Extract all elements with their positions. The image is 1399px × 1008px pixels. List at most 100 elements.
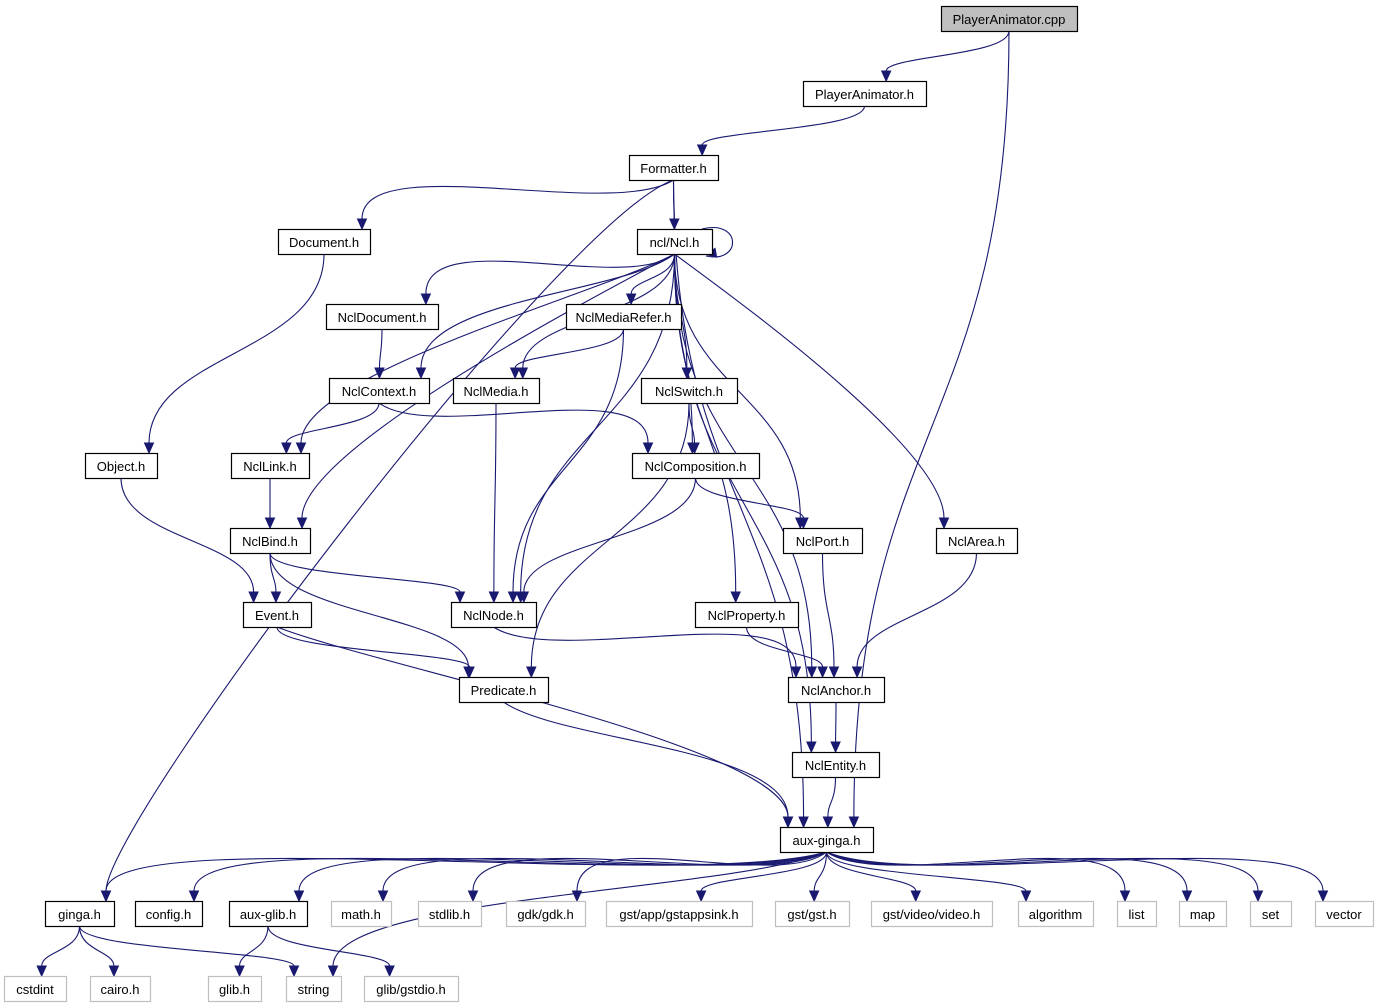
- arrowhead-icon: [822, 816, 834, 829]
- node-math: math.h: [330, 900, 393, 928]
- arrowhead-icon: [851, 666, 863, 679]
- arrowhead-icon: [798, 816, 809, 829]
- node-label: map: [1190, 907, 1215, 922]
- edge-nmed-to-nnode: [488, 402, 500, 604]
- node-ndoc[interactable]: NclDocument.h: [325, 303, 440, 331]
- node-gstapp: gst/app/gstappsink.h: [605, 900, 754, 928]
- node-auxglib[interactable]: aux-glib.h: [228, 900, 309, 928]
- node-nent[interactable]: NclEntity.h: [791, 751, 881, 779]
- arrowhead-icon: [384, 965, 395, 978]
- node-pah[interactable]: PlayerAnimator.h: [802, 80, 928, 108]
- node-box: [605, 900, 754, 928]
- arrowhead-icon: [454, 591, 466, 604]
- edge-ndoc-to-nctx: [374, 328, 385, 380]
- node-nmed[interactable]: NclMedia.h: [452, 377, 541, 405]
- edge-aux-to-math: [377, 851, 827, 903]
- arrowhead-icon: [143, 442, 155, 455]
- edge-nctx-to-nlink: [281, 402, 380, 455]
- node-gdk: gdk/gdk.h: [505, 900, 587, 928]
- edge-line: [825, 851, 1027, 892]
- node-algo: algorithm: [1017, 900, 1095, 928]
- node-box: [89, 975, 152, 1003]
- arrowhead-icon: [296, 517, 308, 530]
- node-box: [774, 900, 851, 928]
- edge-line: [276, 626, 789, 818]
- node-label: stdlib.h: [429, 907, 470, 922]
- node-ginga[interactable]: ginga.h: [44, 900, 116, 928]
- arrowhead-icon: [782, 816, 794, 829]
- node-nprop[interactable]: NclProperty.h: [694, 601, 800, 629]
- arrowhead-icon: [830, 741, 841, 754]
- edge-line: [148, 253, 325, 444]
- node-box: [640, 377, 739, 405]
- arrowhead-icon: [281, 442, 292, 455]
- node-label: NclProperty.h: [708, 608, 786, 623]
- edge-line: [825, 851, 917, 892]
- arrowhead-icon: [288, 965, 300, 978]
- edge-line: [285, 402, 380, 444]
- node-string: string: [285, 975, 343, 1003]
- edge-ginga-to-cstdint: [36, 925, 81, 978]
- node-label: Predicate.h: [471, 683, 537, 698]
- edge-line: [673, 253, 737, 593]
- arrowhead-icon: [808, 890, 820, 903]
- arrowhead-icon: [1317, 890, 1329, 903]
- node-box: [870, 900, 994, 928]
- arrowhead-icon: [327, 965, 339, 978]
- edge-line: [378, 328, 383, 369]
- node-evt[interactable]: Event.h: [242, 601, 313, 629]
- node-fmt[interactable]: Formatter.h: [628, 154, 720, 182]
- node-doc[interactable]: Document.h: [277, 228, 372, 256]
- node-nctx[interactable]: NclContext.h: [328, 377, 431, 405]
- node-nanc[interactable]: NclAnchor.h: [787, 676, 886, 704]
- node-map: map: [1178, 900, 1228, 928]
- node-aux[interactable]: aux-ginga.h: [779, 826, 875, 854]
- edge-doc-to-obj: [143, 253, 325, 455]
- node-config[interactable]: config.h: [134, 900, 204, 928]
- edge-line: [105, 179, 674, 892]
- edge-line: [674, 253, 945, 519]
- arrowhead-icon: [517, 367, 529, 380]
- node-box: [285, 975, 343, 1003]
- node-root[interactable]: PlayerAnimator.cpp: [940, 5, 1079, 33]
- edge-obj-to-evt: [120, 477, 259, 604]
- node-nmr[interactable]: NclMediaRefer.h: [565, 303, 683, 331]
- node-label: gst/app/gstappsink.h: [619, 907, 738, 922]
- node-label: config.h: [146, 907, 192, 922]
- node-obj[interactable]: Object.h: [84, 452, 159, 480]
- arrowhead-icon: [798, 517, 809, 530]
- node-pred[interactable]: Predicate.h: [458, 676, 550, 704]
- edge-aux-to-gstapp: [695, 851, 828, 903]
- node-nlink[interactable]: NclLink.h: [230, 452, 311, 480]
- edge-line: [821, 552, 835, 668]
- edge-aux-to-stdlib: [467, 851, 827, 903]
- node-label: gdk/gdk.h: [517, 907, 573, 922]
- arrowhead-icon: [248, 591, 259, 604]
- edge-root-to-aux: [848, 30, 1010, 829]
- node-box: [450, 601, 538, 629]
- node-narea[interactable]: NclArea.h: [935, 527, 1019, 555]
- edge-nport-to-nanc: [821, 552, 840, 679]
- node-label: NclMediaRefer.h: [575, 310, 671, 325]
- edge-line: [523, 477, 697, 593]
- edge-root-to-pah: [880, 30, 1010, 83]
- node-nnode[interactable]: NclNode.h: [450, 601, 538, 629]
- node-nport[interactable]: NclPort.h: [782, 527, 864, 555]
- node-nbind[interactable]: NclBind.h: [229, 527, 312, 555]
- node-nsw[interactable]: NclSwitch.h: [640, 377, 739, 405]
- node-ncl[interactable]: ncl/Ncl.h: [636, 228, 714, 256]
- edge-line: [300, 253, 675, 444]
- edge-aux-to-gstvid: [825, 851, 922, 903]
- arrowhead-icon: [467, 890, 479, 903]
- edge-line: [503, 701, 789, 818]
- arrowhead-icon: [642, 442, 654, 455]
- node-ncomp[interactable]: NclComposition.h: [631, 452, 761, 480]
- arrowhead-icon: [36, 965, 47, 978]
- arrowhead-icon: [730, 591, 741, 604]
- edge-line: [826, 851, 1188, 892]
- node-box: [228, 900, 309, 928]
- arrowhead-icon: [806, 741, 817, 754]
- edge-ncl-to-ndoc: [420, 253, 675, 306]
- edge-line: [745, 626, 824, 668]
